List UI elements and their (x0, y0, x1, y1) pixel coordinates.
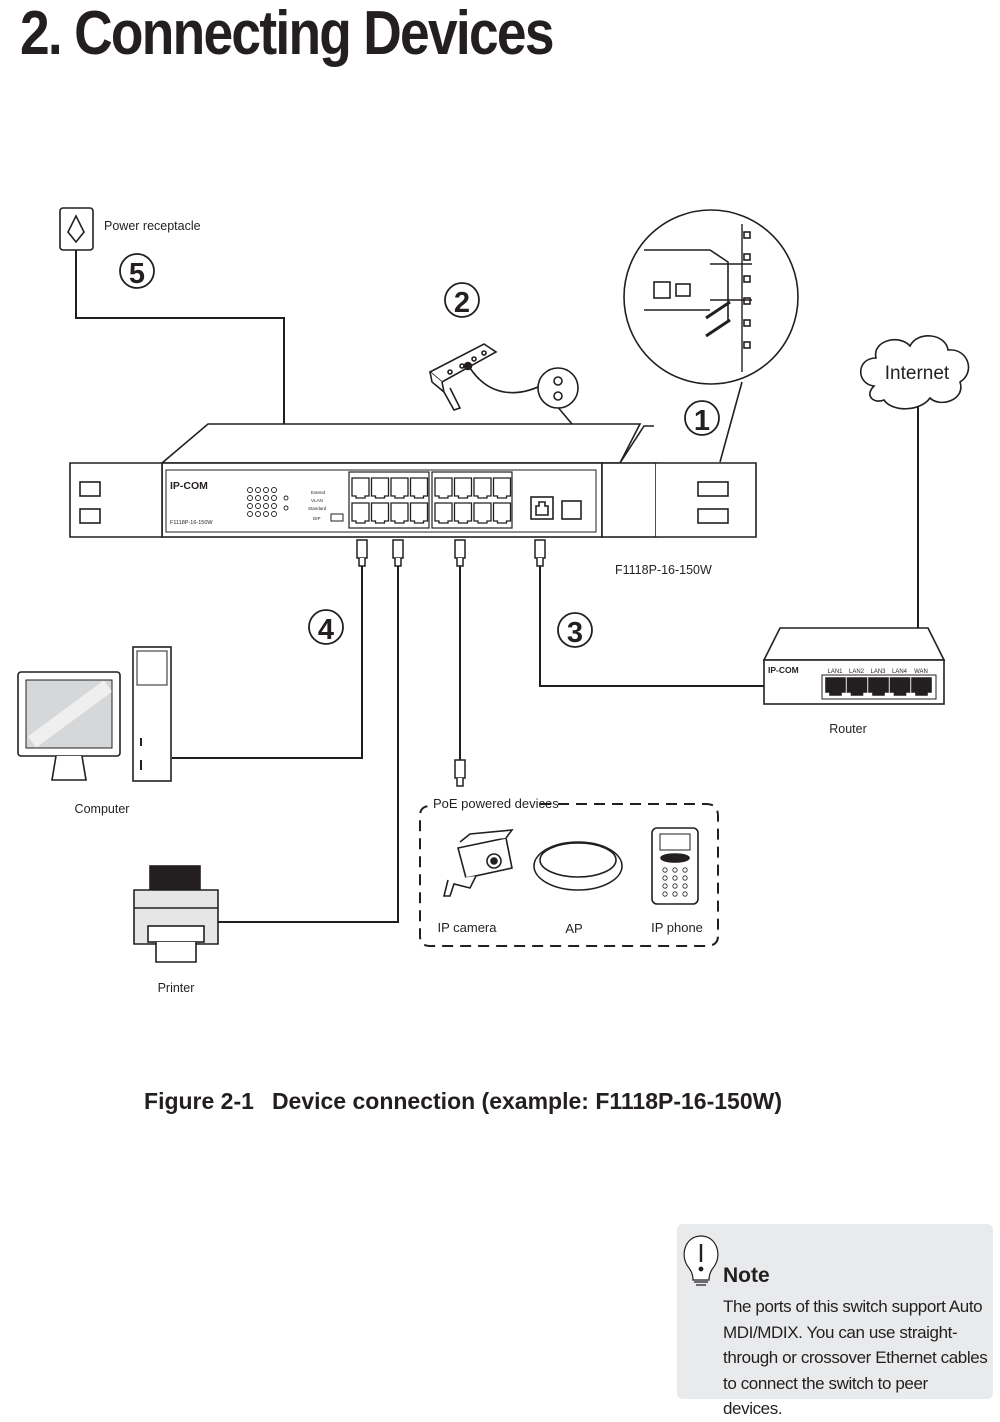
cable-connectors (356, 539, 546, 787)
router-port-label: WAN (914, 669, 928, 675)
router-port-label: LAN1 (827, 669, 843, 675)
svg-text:Extend: Extend (311, 490, 326, 495)
switch-device: IP-COM F1118P-16-150W Extend VLAN Standa… (69, 423, 757, 577)
step-2: 2 (444, 282, 480, 319)
switch-model-label: F1118P-16-150W (615, 563, 712, 577)
grounding-terminal-icon (537, 367, 579, 409)
ip-phone-label: IP phone (651, 920, 703, 935)
svg-text:3: 3 (567, 617, 583, 649)
svg-text:1: 1 (694, 405, 710, 437)
power-cable (75, 250, 285, 424)
ip-camera-icon: IP camera (437, 829, 514, 935)
power-receptacle-label: Power receptacle (104, 219, 201, 233)
switch-ports (348, 471, 513, 529)
lightbulb-icon (683, 1235, 719, 1286)
printer-label: Printer (158, 981, 195, 995)
router-port (825, 677, 846, 696)
switch-port (390, 502, 409, 524)
router-port-frame (821, 674, 937, 700)
switch-port (351, 477, 370, 499)
switch-port (434, 502, 453, 524)
step-3: 3 (557, 612, 593, 649)
switch-port (434, 477, 453, 499)
ap-label: AP (565, 921, 582, 936)
step-5: 5 (119, 253, 155, 290)
note-box: Note The ports of this switch support Au… (677, 1224, 993, 1418)
router-port-label: LAN4 (892, 669, 908, 675)
switch-port (453, 502, 473, 524)
svg-text:Standard: Standard (308, 506, 327, 511)
router-ports: LAN1 LAN2 LAN3 LAN4 WAN (821, 669, 937, 700)
switch-port (409, 477, 429, 499)
figure-number: Figure 2-1 (144, 1088, 254, 1114)
router-label: Router (829, 722, 867, 736)
ip-phone-icon: IP phone (651, 827, 703, 935)
internet-cloud-icon: Internet (860, 335, 970, 410)
computer-icon: Computer (17, 646, 172, 816)
note-title: Note (723, 1264, 770, 1287)
connection-diagram: Power receptacle 5 2 1 4 3 (17, 207, 970, 995)
printer-icon: Printer (133, 865, 219, 995)
switch-port (453, 477, 473, 499)
router-port (889, 677, 911, 696)
grounding-cable (469, 367, 549, 394)
switch-port (492, 477, 512, 499)
svg-text:2: 2 (454, 287, 470, 319)
ip-camera-label: IP camera (437, 920, 497, 935)
switch-port (351, 502, 370, 524)
svg-text:4: 4 (318, 614, 334, 646)
access-point-icon: AP (533, 841, 623, 936)
router-device: IP-COM LAN1 LAN2 LAN3 LAN4 WAN Router (762, 627, 946, 736)
figure-caption-text: Device connection (example: F1118P-16-15… (271, 1088, 782, 1114)
step-4: 4 (308, 609, 344, 646)
page-title: 2. Connecting Devices (20, 0, 555, 68)
printer-cable (216, 566, 399, 923)
router-port-label: LAN3 (870, 669, 886, 675)
switch-port (473, 502, 492, 524)
note-text: The ports of this switch support Auto MD… (723, 1297, 988, 1418)
switch-port (370, 502, 390, 524)
computer-cable (172, 566, 363, 759)
port-block-2 (431, 471, 513, 529)
svg-text:VLAN: VLAN (311, 498, 323, 503)
svg-text:DIP: DIP (313, 516, 321, 521)
router-cable (539, 566, 764, 687)
switch-port (492, 502, 512, 524)
switch-port (473, 477, 492, 499)
mode-legend: Extend VLAN Standard DIP (308, 490, 327, 521)
port-block-1 (348, 471, 430, 529)
router-port (911, 677, 932, 696)
switch-brand: IP-COM (170, 480, 208, 492)
poe-group-label: PoE powered devices (433, 796, 559, 811)
rack-bracket-icon (428, 343, 498, 411)
led-indicators (247, 487, 289, 517)
rack-mount-zoom (623, 209, 799, 463)
cables (75, 250, 919, 923)
computer-label: Computer (75, 802, 130, 816)
switch-port (409, 502, 429, 524)
switch-panel-model: F1118P-16-150W (170, 520, 213, 526)
svg-text:5: 5 (129, 258, 145, 290)
router-brand: IP-COM (768, 665, 799, 675)
router-port (868, 677, 889, 696)
switch-port (370, 477, 390, 499)
internet-label: Internet (885, 363, 950, 384)
dip-switch (330, 513, 344, 522)
router-port-label: LAN2 (849, 669, 865, 675)
step-1: 1 (684, 400, 720, 437)
router-port (846, 677, 868, 696)
figure-caption: Figure 2-1 Device connection (example: F1… (0, 1088, 926, 1115)
poe-devices-group: PoE powered devices IP camera AP (419, 796, 719, 947)
power-receptacle: Power receptacle (59, 207, 201, 251)
switch-port (390, 477, 409, 499)
sfp-port (561, 500, 582, 520)
